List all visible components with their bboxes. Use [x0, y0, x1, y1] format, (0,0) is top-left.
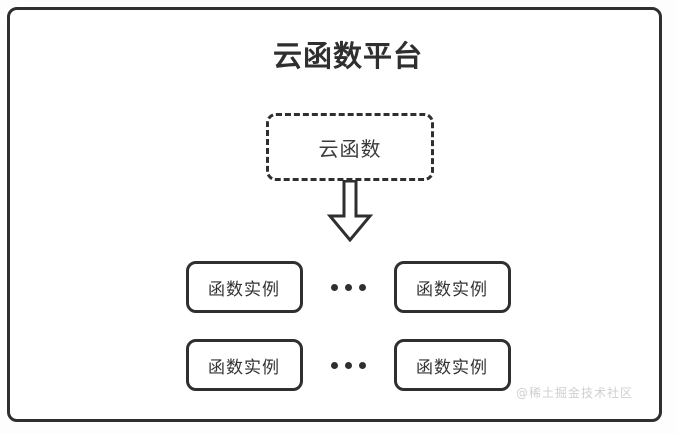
- instance-row-1: 函数实例 函数实例: [10, 261, 676, 313]
- dot-icon: [344, 283, 352, 291]
- instance-row-2: 函数实例 函数实例: [10, 339, 676, 391]
- function-instance-box[interactable]: 函数实例: [185, 261, 303, 313]
- function-instance-label: 函数实例: [208, 357, 280, 378]
- dot-icon: [344, 361, 352, 369]
- cloud-function-node[interactable]: 云函数: [266, 113, 434, 181]
- cloud-function-platform-frame: 云函数平台 云函数 函数实例 函数实例 函数实例: [7, 7, 662, 422]
- function-instance-label: 函数实例: [416, 279, 488, 300]
- cloud-function-label: 云函数: [318, 136, 382, 161]
- dot-icon: [358, 361, 366, 369]
- down-arrow-icon: [326, 179, 374, 243]
- ellipsis-separator: [303, 283, 394, 291]
- function-instance-label: 函数实例: [208, 279, 280, 300]
- ellipsis-separator: [303, 361, 394, 369]
- dot-icon: [330, 283, 338, 291]
- page-title: 云函数平台: [272, 39, 423, 73]
- dot-icon: [358, 283, 366, 291]
- function-instance-label: 函数实例: [416, 357, 488, 378]
- function-instance-box[interactable]: 函数实例: [185, 339, 303, 391]
- function-instance-box[interactable]: 函数实例: [393, 339, 511, 391]
- watermark: @稀土掘金技术社区: [515, 386, 633, 400]
- function-instance-box[interactable]: 函数实例: [393, 261, 511, 313]
- dot-icon: [330, 361, 338, 369]
